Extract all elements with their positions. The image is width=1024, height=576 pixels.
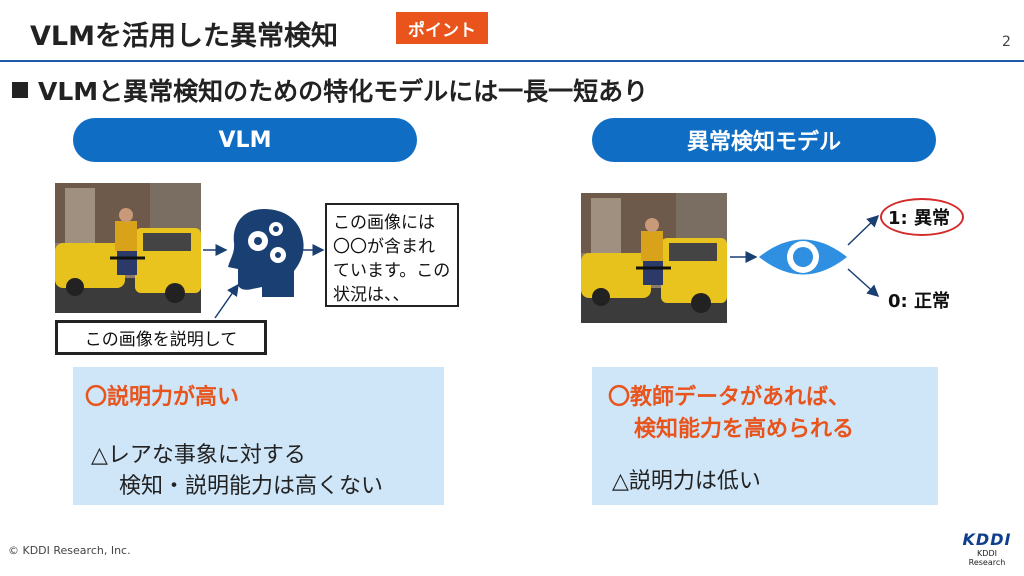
prompt-box: この画像を説明して	[55, 320, 267, 355]
header-rule	[0, 60, 1024, 62]
page-number: 2	[1002, 34, 1011, 50]
brain-gears-icon	[228, 205, 304, 297]
output-normal: 0: 正常	[888, 291, 950, 312]
vlm-output-box: この画像には〇〇が含まれています。この状況は、、	[325, 203, 459, 307]
vlm-con-line1: △レアな事象に対する	[91, 443, 306, 468]
slide-title: VLMを活用した異常検知	[30, 21, 338, 52]
kddi-logo: KDDI KDDI Research	[958, 530, 1016, 567]
point-badge: ポイント	[396, 12, 488, 44]
anomaly-con: △説明力は低い	[612, 469, 761, 494]
anomaly-pro-line1: 〇教師データがあれば、	[608, 385, 851, 410]
anomaly-pro-line2: 検知能力を高められる	[634, 417, 855, 442]
vlm-evaluation-panel: 〇説明力が高い △レアな事象に対する 検知・説明能力は高くない	[73, 367, 444, 505]
section-heading: VLMと異常検知のための特化モデルには一長一短あり	[12, 72, 648, 108]
logo-subtext: KDDI Research	[968, 549, 1006, 567]
vlm-con-line2: 検知・説明能力は高くない	[119, 474, 384, 499]
eye-icon	[757, 232, 849, 282]
anomaly-model-evaluation-panel: 〇教師データがあれば、 検知能力を高められる △説明力は低い	[592, 367, 938, 505]
output-anomaly: 1: 異常	[888, 208, 950, 229]
taxi-photo-left	[55, 183, 201, 313]
vlm-pill: VLM	[73, 118, 417, 162]
vlm-pro: 〇説明力が高い	[85, 385, 240, 410]
section-heading-text: VLMと異常検知のための特化モデルには一長一短あり	[38, 77, 649, 106]
anomaly-model-pill: 異常検知モデル	[592, 118, 936, 162]
anomaly-highlight-ellipse	[880, 198, 964, 236]
copyright: © KDDI Research, Inc.	[8, 544, 131, 557]
logo-text: KDDI	[962, 530, 1012, 549]
taxi-photo-right	[581, 193, 727, 323]
square-bullet-icon	[12, 82, 28, 98]
